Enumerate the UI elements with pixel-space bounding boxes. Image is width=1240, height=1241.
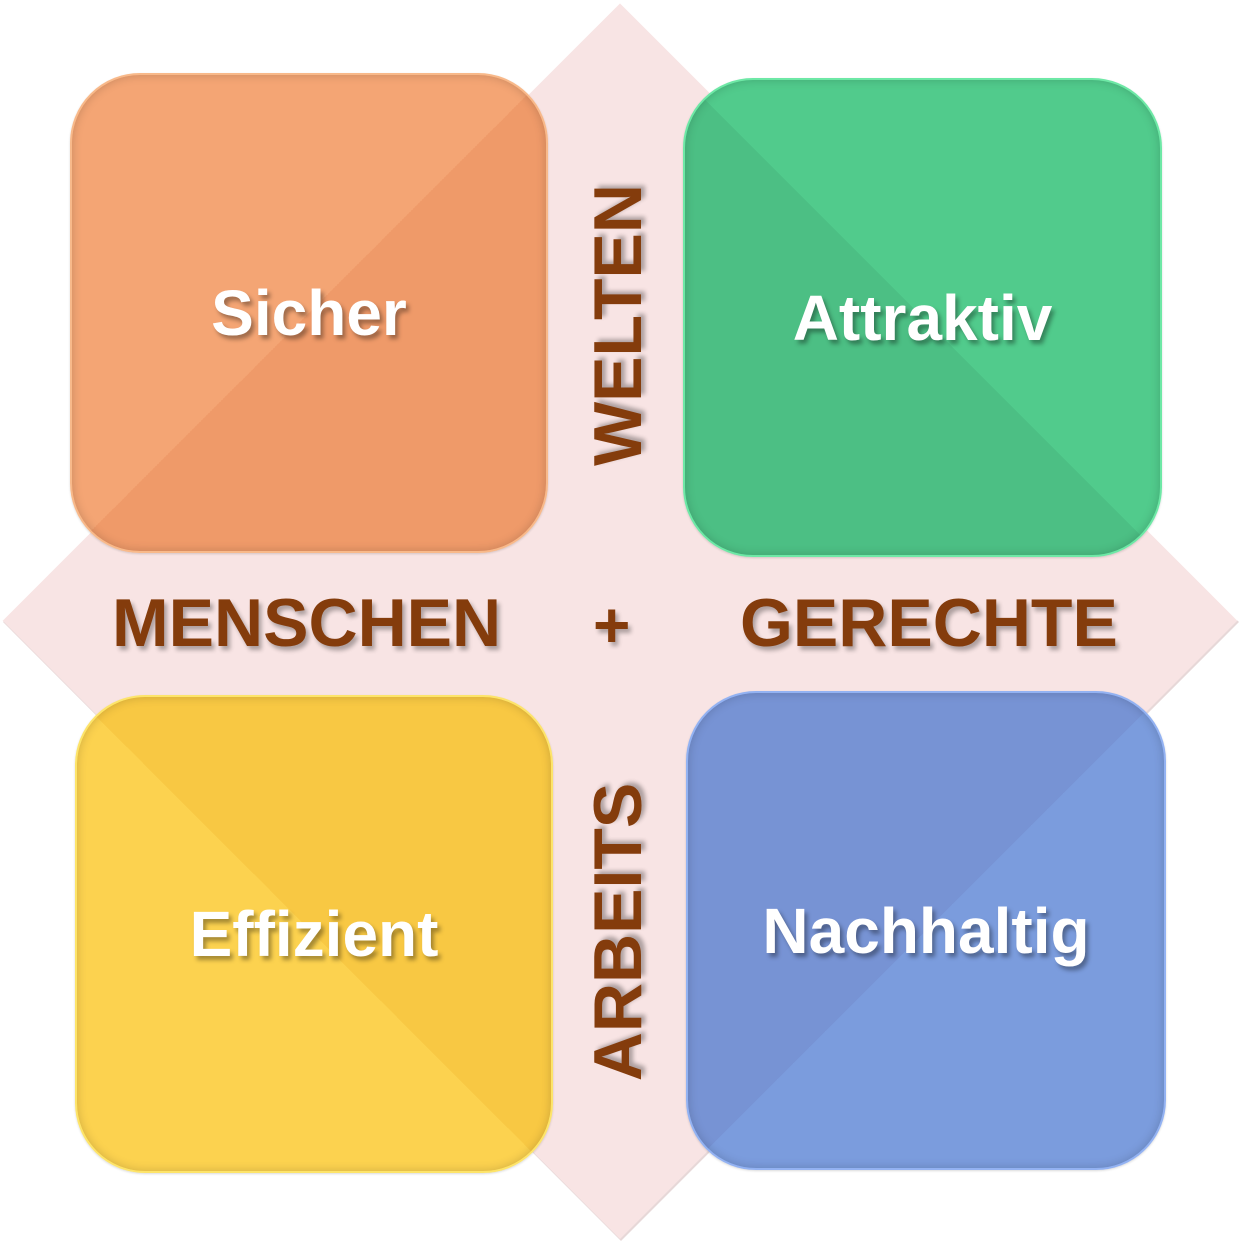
quadrant-sicher: Sicher: [70, 73, 548, 553]
quadrant-label: Sicher: [211, 277, 407, 349]
axis-label-bottom: ARBEITS: [580, 782, 656, 1082]
quadrant-label: Nachhaltig: [762, 894, 1090, 967]
axis-label-top: WELTEN: [580, 183, 656, 467]
quadrant-attraktiv: Attraktiv: [683, 78, 1162, 557]
quadrant-nachhaltig: Nachhaltig: [686, 691, 1166, 1170]
quadrant-label: Attraktiv: [792, 281, 1053, 354]
axis-label-right: GERECHTE: [740, 585, 1118, 661]
axis-label-left: MENSCHEN: [112, 585, 502, 661]
quadrant-label: Effizient: [189, 898, 439, 970]
center-plus-symbol: +: [593, 589, 631, 661]
quadrant-effizient: Effizient: [75, 695, 553, 1173]
